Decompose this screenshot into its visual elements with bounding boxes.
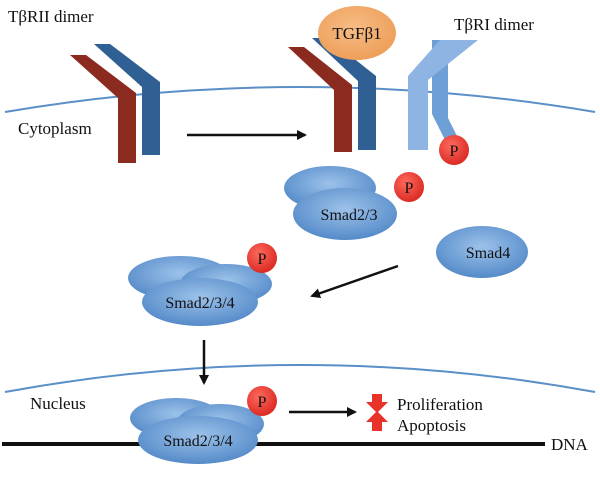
tgfb1-label: TGFβ1 xyxy=(332,24,381,43)
up-arrow-icon xyxy=(366,411,388,431)
tbrii-receptor-blue xyxy=(94,44,160,155)
nucleus-label: Nucleus xyxy=(30,394,86,413)
tbri-phospho-label: P xyxy=(450,143,459,160)
smad234-cytoplasm-phospho-label: P xyxy=(258,251,267,268)
nuclear-membrane xyxy=(4,364,596,393)
apoptosis-label: Apoptosis xyxy=(397,416,466,435)
smad234-cytoplasm: Smad2/3/4 P xyxy=(128,243,277,326)
tbrii-active-receptor-red xyxy=(288,47,352,152)
smad23-phospho-label: P xyxy=(405,180,414,197)
tbrii-dimer-label: TβRII dimer xyxy=(8,7,94,26)
smad23-phospho xyxy=(394,172,424,202)
smad234-nucleus-phospho-label: P xyxy=(258,394,267,411)
cell-membrane xyxy=(4,86,596,113)
smad4-label: Smad4 xyxy=(466,245,510,262)
smad234-nucleus-phospho xyxy=(247,386,277,416)
complex-formation-arrow xyxy=(310,264,399,299)
smad23-complex: Smad2/3 P xyxy=(284,166,424,240)
proliferation-label: Proliferation xyxy=(397,395,483,414)
down-arrow-icon xyxy=(366,394,388,413)
tbrii-receptor-red xyxy=(70,55,136,163)
tbri-phospho: P xyxy=(439,135,469,165)
smad234-cytoplasm-phospho xyxy=(247,243,277,273)
smad234-cytoplasm-label: Smad2/3/4 xyxy=(165,295,234,312)
tbrii-dimer-active xyxy=(288,38,376,152)
tbrii-active-receptor-blue xyxy=(312,38,376,150)
dna-label: DNA xyxy=(551,435,589,454)
smad234-nucleus-label: Smad2/3/4 xyxy=(163,433,232,450)
tgfb1-ligand: TGFβ1 xyxy=(318,6,396,60)
smad23-label: Smad2/3 xyxy=(321,207,378,224)
tbrii-dimer-inactive xyxy=(70,44,160,163)
tbri-receptor-front xyxy=(408,40,478,150)
smad4: Smad4 xyxy=(436,226,528,278)
tbri-dimer xyxy=(408,40,478,150)
tbri-dimer-label: TβRI dimer xyxy=(454,15,534,34)
smad234-nucleus: Smad2/3/4 P xyxy=(130,386,277,464)
cytoplasm-label: Cytoplasm xyxy=(18,119,92,138)
